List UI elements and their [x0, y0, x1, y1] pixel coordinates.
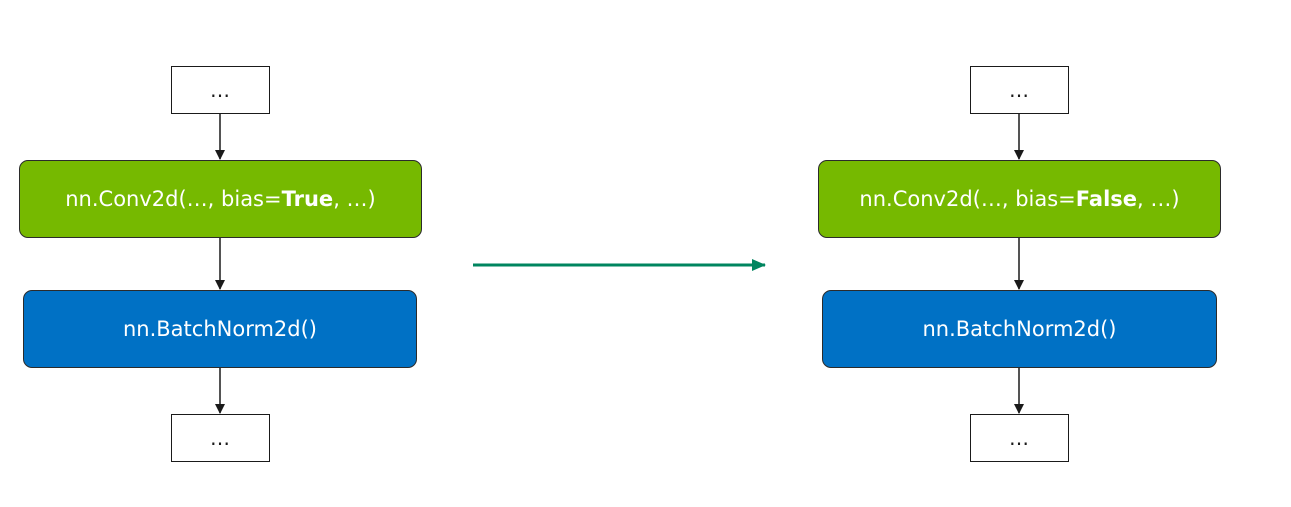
left-bias-value: True	[281, 187, 334, 211]
left-batchnorm-label: nn.BatchNorm2d()	[122, 317, 317, 341]
right-batchnorm-block: nn.BatchNorm2d()	[822, 290, 1217, 368]
right-conv2d-label: nn.Conv2d(…, bias=False, …)	[859, 187, 1180, 211]
right-top-ellipsis-block: …	[970, 66, 1069, 114]
right-bias-value: False	[1075, 187, 1138, 211]
left-top-ellipsis-label: …	[210, 78, 231, 102]
right-batchnorm-label: nn.BatchNorm2d()	[922, 317, 1117, 341]
left-conv2d-block: nn.Conv2d(…, bias=True, …)	[19, 160, 422, 238]
left-batchnorm-block: nn.BatchNorm2d()	[23, 290, 417, 368]
left-conv2d-label: nn.Conv2d(…, bias=True, …)	[65, 187, 376, 211]
right-top-ellipsis-label: …	[1009, 78, 1030, 102]
right-conv2d-block: nn.Conv2d(…, bias=False, …)	[818, 160, 1221, 238]
left-top-ellipsis-block: …	[171, 66, 270, 114]
left-bottom-ellipsis-block: …	[171, 414, 270, 462]
right-bottom-ellipsis-label: …	[1009, 426, 1030, 450]
left-bottom-ellipsis-label: …	[210, 426, 231, 450]
right-bottom-ellipsis-block: …	[970, 414, 1069, 462]
